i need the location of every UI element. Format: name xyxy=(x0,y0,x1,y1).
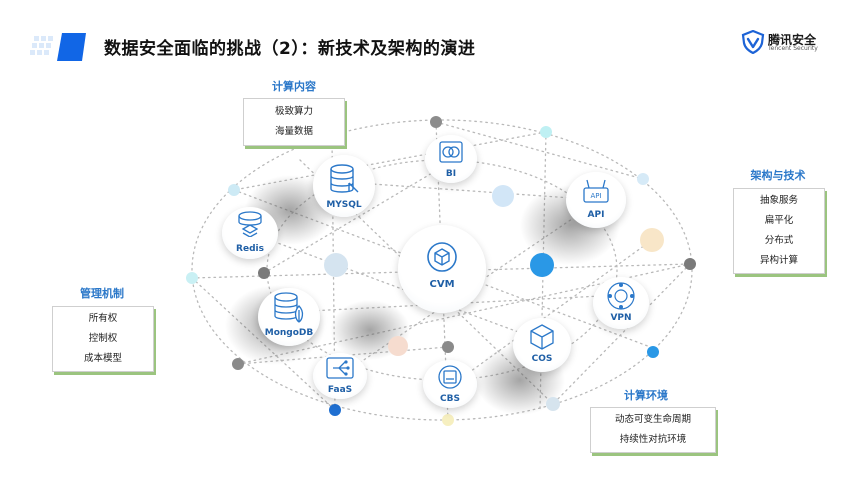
node-vpn: VPN xyxy=(593,277,649,329)
dot xyxy=(228,184,240,196)
dot xyxy=(640,228,664,252)
network-icon xyxy=(607,282,635,310)
node-mongodb: MongoDB xyxy=(258,288,320,346)
brand-name: 腾讯安全 xyxy=(768,33,817,47)
dot xyxy=(492,185,514,207)
overlap-circles-icon xyxy=(439,141,463,163)
dot xyxy=(540,126,552,138)
compute-env-box: 动态可变生命周期 持续性对抗环境 xyxy=(590,407,716,453)
dot xyxy=(647,346,659,358)
node-label: VPN xyxy=(610,313,632,323)
box-item: 极致算力 xyxy=(274,106,313,117)
node-label: CBS xyxy=(440,394,460,404)
dot xyxy=(232,358,244,370)
box-item: 海量数据 xyxy=(274,126,313,137)
node-bi: BI xyxy=(425,135,477,183)
box-item: 持续性对抗环境 xyxy=(619,434,687,445)
brand-logo: 腾讯安全 Tencent Security xyxy=(741,29,831,55)
stack-icon xyxy=(238,211,262,237)
logo-mark-icon xyxy=(30,33,86,61)
dot xyxy=(530,253,554,277)
dot xyxy=(186,272,198,284)
compute-content-box: 极致算力 海量数据 xyxy=(243,98,345,146)
arch-tech-box: 抽象服务 扁平化 分布式 异构计算 xyxy=(733,188,825,274)
shield-v-icon xyxy=(741,30,765,54)
section-heading-management: 管理机制 xyxy=(80,287,124,300)
management-box: 所有权 控制权 成本模型 xyxy=(52,306,154,372)
dot xyxy=(637,173,649,185)
node-cos: COS xyxy=(513,318,571,372)
box-item: 所有权 xyxy=(88,313,118,324)
dot xyxy=(258,267,270,279)
node-label: API xyxy=(587,210,605,220)
api-router-icon: API xyxy=(583,179,609,203)
box-item: 控制权 xyxy=(88,333,118,344)
box-item: 成本模型 xyxy=(83,353,122,364)
node-redis: Redis xyxy=(222,207,278,259)
node-faas: FaaS xyxy=(313,353,367,399)
function-icon xyxy=(326,357,354,379)
node-label: MongoDB xyxy=(264,328,314,338)
svg-text:API: API xyxy=(590,192,601,200)
dot xyxy=(684,258,696,270)
box-item: 异构计算 xyxy=(759,255,798,266)
dot xyxy=(329,404,341,416)
node-mysql: MYSQL xyxy=(313,155,375,217)
node-cvm: CVM xyxy=(398,225,486,313)
box-item: 抽象服务 xyxy=(759,195,798,206)
node-api: API API xyxy=(566,172,626,228)
database-icon xyxy=(330,164,359,193)
node-label: CVM xyxy=(429,279,455,290)
box-icon xyxy=(530,324,554,350)
cube-icon xyxy=(427,242,457,272)
section-heading-compute-content: 计算内容 xyxy=(272,80,316,93)
dot xyxy=(442,414,454,426)
dot xyxy=(388,336,408,356)
page-title: 数据安全面临的挑战（2）：新技术及架构的演进 xyxy=(104,39,476,59)
disk-icon xyxy=(438,365,462,389)
node-label: MYSQL xyxy=(326,200,362,210)
box-item: 扁平化 xyxy=(764,215,794,226)
node-label: FaaS xyxy=(327,385,353,395)
dot xyxy=(324,253,348,277)
box-item: 分布式 xyxy=(764,235,794,246)
dot xyxy=(546,397,560,411)
node-cbs: CBS xyxy=(423,360,477,408)
dot xyxy=(430,116,442,128)
brand-subtitle: Tencent Security xyxy=(768,45,818,52)
section-heading-compute-env: 计算环境 xyxy=(624,389,668,402)
dot xyxy=(442,341,454,353)
node-label: COS xyxy=(531,354,553,364)
node-label: Redis xyxy=(236,244,264,254)
node-label: BI xyxy=(445,169,457,179)
box-item: 动态可变生命周期 xyxy=(614,414,691,425)
section-heading-arch-tech: 架构与技术 xyxy=(750,169,806,182)
database-leaf-icon xyxy=(274,292,304,323)
